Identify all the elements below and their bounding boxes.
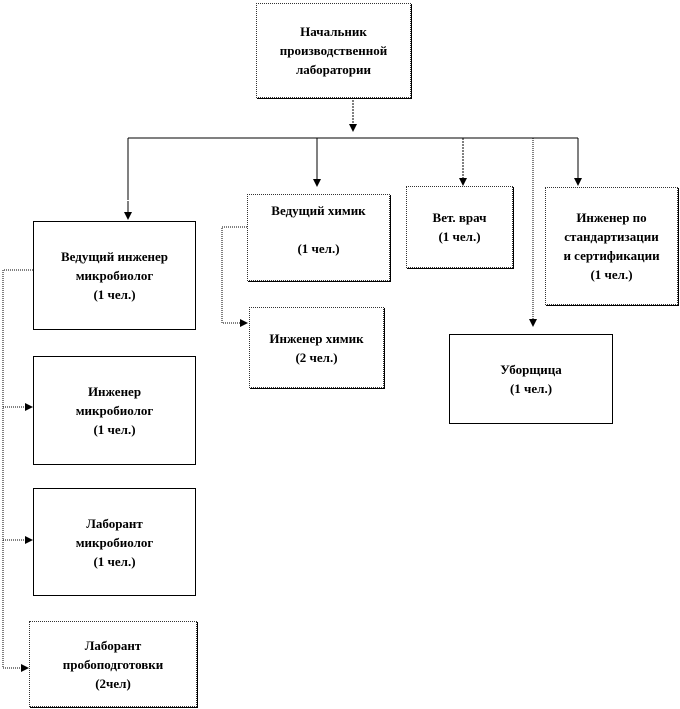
- connector-microbio-left: [2, 269, 33, 668]
- node-text: (2чел): [95, 675, 131, 691]
- node-text: (1 чел.): [590, 267, 633, 282]
- node-text: Лаборант: [86, 515, 143, 531]
- node-vet: Вет. врач (1 чел.): [406, 186, 513, 268]
- node-text: Уборщица: [500, 362, 562, 377]
- node-text: (1 чел.): [438, 229, 481, 244]
- node-standardization-engineer: Инженер по стандартизации и сертификации…: [545, 187, 678, 305]
- node-text: (1 чел.): [93, 287, 136, 302]
- node-text: (2 чел.): [295, 349, 338, 365]
- node-text: Ведущий инженер: [60, 249, 169, 264]
- node-text: микробиолог: [75, 268, 154, 283]
- node-text: микробиолог: [75, 534, 154, 550]
- node-text: лаборатории: [296, 62, 371, 77]
- node-text: Лаборант: [84, 637, 142, 653]
- node-text: Вет. врач: [432, 210, 487, 225]
- node-microbiology-engineer: Инженер микробиолог (1 чел.): [33, 356, 196, 465]
- node-lead-microbiologist: Ведущий инженер микробиолог (1 чел.): [33, 221, 196, 330]
- node-text: Начальник: [300, 24, 367, 39]
- node-microbiology-lab-assistant: Лаборант микробиолог (1 чел.): [33, 488, 196, 596]
- node-text: (1 чел.): [297, 241, 340, 256]
- node-cleaner: Уборщица (1 чел.): [449, 334, 613, 424]
- node-text: Инженер химик: [269, 330, 364, 346]
- node-text: стандартизации: [564, 229, 659, 244]
- node-text: Инженер: [87, 384, 142, 399]
- node-text: и сертификации: [563, 248, 660, 263]
- node-text: (1 чел.): [93, 422, 136, 437]
- node-lead-chemist: Ведущий химик (1 чел.): [247, 194, 390, 281]
- node-text: (1 чел.): [509, 381, 553, 396]
- node-text: Ведущий химик: [271, 203, 366, 218]
- node-head: Начальник производственной лаборатории: [256, 3, 411, 98]
- node-sample-prep-lab-assistant: Лаборант пробоподготовки (2чел): [29, 621, 197, 707]
- node-text: (1 чел.): [93, 553, 136, 569]
- node-text: пробоподготовки: [62, 656, 164, 672]
- connector-chem-engineer: [221, 226, 248, 327]
- node-text: Инженер по: [576, 210, 647, 225]
- node-text: производственной: [279, 43, 388, 58]
- node-text: микробиолог: [75, 403, 154, 418]
- node-chemical-engineer: Инженер химик (2 чел.): [249, 307, 384, 388]
